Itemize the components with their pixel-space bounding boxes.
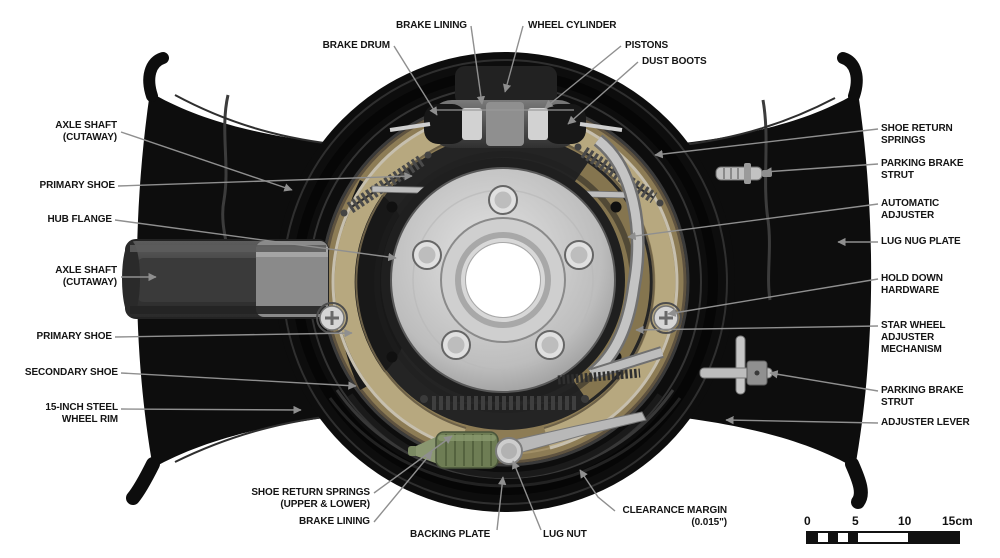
leader-parking-brake-strut-top: [763, 163, 879, 176]
lug-nut: [495, 437, 523, 465]
scale-bar: 0 5 10 15cm: [804, 514, 973, 549]
label-brake-drum: BRAKE DRUM: [322, 40, 390, 51]
leader-hub-flange: [114, 219, 397, 262]
leader-clearance-margin: [579, 469, 616, 512]
label-axle-shaft-mid: AXLE SHAFT (CUTAWAY): [55, 265, 117, 288]
leader-dust-boots: [567, 61, 639, 125]
scale-seg: [908, 533, 958, 542]
label-hold-down-hardware: HOLD DOWN HARDWARE: [881, 273, 943, 296]
leader-brake-lining-bottom: [373, 451, 433, 523]
leader-brake-drum: [393, 45, 438, 116]
leader-adjuster-lever: [725, 415, 879, 425]
scale-seg: [818, 533, 828, 542]
shoe-return-springs-upper: [340, 143, 664, 217]
label-primary-shoe-bottom: PRIMARY SHOE: [36, 331, 113, 342]
scale-tick-15: 15cm: [942, 514, 973, 528]
leader-parking-brake-strut-bottom: [769, 370, 879, 392]
leader-lines: [114, 25, 879, 531]
leader-shoe-return-springs-lower: [373, 435, 453, 494]
scale-bar-rule: [806, 531, 960, 544]
leader-wheel-rim: [120, 405, 302, 415]
label-wheel-rim: 15-INCH STEEL WHEEL RIM: [45, 402, 118, 425]
label-lug-nut: LUG NUT: [543, 529, 587, 540]
scale-tick-5: 5: [852, 514, 859, 528]
label-shoe-return-springs-right: SHOE RETURN SPRINGS: [881, 123, 953, 146]
hub-flange: [381, 158, 625, 402]
scale-seg: [848, 533, 858, 542]
scale-tick-0: 0: [804, 514, 811, 528]
leader-primary-shoe-top: [117, 172, 413, 187]
leader-pistons: [544, 45, 622, 109]
label-lug-nug-plate: LUG NUG PLATE: [881, 236, 961, 247]
leader-wheel-cylinder: [502, 25, 524, 93]
label-hub-flange: HUB FLANGE: [47, 214, 112, 225]
leader-primary-shoe-bottom: [114, 328, 353, 338]
leader-shoe-return-springs-right: [654, 128, 879, 159]
lug-studs: [412, 185, 594, 360]
label-secondary-shoe: SECONDARY SHOE: [24, 367, 118, 378]
scale-seg: [828, 533, 838, 542]
scale-tick-10: 10: [898, 514, 912, 528]
hold-down-hardware: [316, 302, 682, 334]
label-brake-lining-bottom: BRAKE LINING: [298, 516, 370, 527]
label-parking-brake-strut-top: PARKING BRAKE STRUT: [881, 158, 964, 181]
label-brake-lining-top: BRAKE LINING: [395, 20, 467, 31]
leader-secondary-shoe: [120, 372, 357, 390]
label-clearance-margin: CLEARANCE MARGIN (0.015"): [622, 505, 727, 528]
leader-brake-lining-top: [470, 25, 486, 105]
label-primary-shoe-top: PRIMARY SHOE: [39, 180, 116, 191]
wheel-cylinder: [389, 66, 623, 148]
scale-seg: [808, 533, 818, 542]
leader-star-wheel: [635, 325, 879, 335]
label-adjuster-lever: ADJUSTER LEVER: [881, 417, 970, 428]
brake-linings: [331, 114, 679, 450]
parking-brake-strut-lower: [699, 335, 773, 395]
leader-automatic-adjuster: [627, 203, 879, 241]
label-dust-boots: DUST BOOTS: [642, 56, 707, 67]
label-axle-shaft-top: AXLE SHAFT (CUTAWAY): [55, 120, 117, 143]
scale-seg: [838, 533, 848, 542]
label-star-wheel: STAR WHEEL ADJUSTER MECHANISM: [881, 320, 946, 355]
label-wheel-cylinder: WHEEL CYLINDER: [528, 20, 617, 31]
shoe-return-springs-lower: [420, 368, 641, 410]
axle-shaft: [122, 239, 329, 319]
label-backing-plate: BACKING PLATE: [410, 529, 491, 540]
scale-seg: [858, 533, 908, 542]
label-pistons: PISTONS: [625, 40, 669, 51]
label-shoe-return-springs-lower: SHOE RETURN SPRINGS (UPPER & LOWER): [251, 487, 370, 510]
leader-backing-plate: [496, 476, 507, 531]
leader-lug-nut: [512, 460, 542, 531]
leader-axle-shaft-top: [120, 131, 293, 192]
label-automatic-adjuster: AUTOMATIC ADJUSTER: [881, 198, 940, 221]
adjuster-lever-arm: [587, 134, 664, 380]
label-parking-brake-strut-bottom: PARKING BRAKE STRUT: [881, 385, 964, 408]
leader-hold-down-hardware: [667, 278, 879, 317]
